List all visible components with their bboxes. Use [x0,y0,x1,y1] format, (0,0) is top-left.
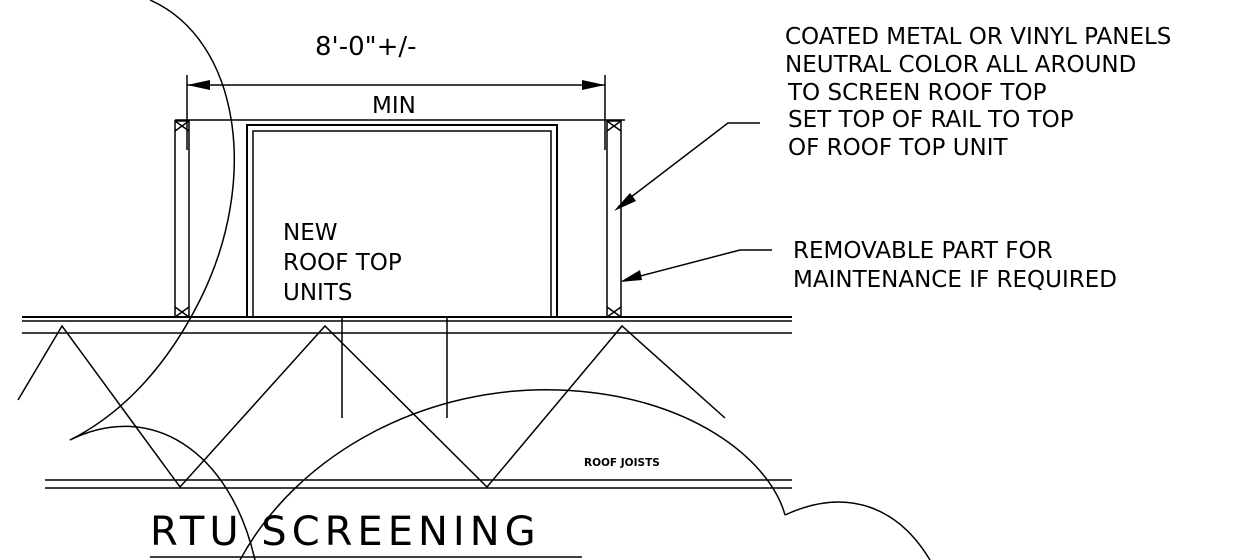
unit-label-line-3: UNITS [283,280,352,306]
screen-post-left [174,120,190,318]
joist-web [17,324,726,489]
leader-arrow-removable [620,270,642,282]
joist-bottom-chord [45,479,792,489]
note-removable-line-2: MAINTENANCE IF REQUIRED [793,267,1117,293]
unit-label-line-2: ROOF TOP [283,250,402,276]
unit-supports [341,317,448,418]
note-panels-line-3: TO SCREEN ROOF TOP [787,80,1047,106]
leader-arrow-panels [614,193,636,211]
cloud-arc-bottom-left [69,425,256,560]
dimension-line [175,75,625,150]
roof-deck [22,316,792,334]
joist-label: ROOF JOISTS [584,457,660,469]
note-panels-line-5: OF ROOF TOP UNIT [788,135,1009,161]
drawing-title: RTU SCREENING [150,509,541,555]
dimension-min: MIN [372,93,416,119]
screen-post-right [606,120,622,318]
dimension-value: 8'-0"+/- [315,32,417,62]
leader-panels [614,122,760,211]
cloud-arc-bottom-center [239,389,786,560]
leader-removable [620,249,772,282]
dimension-arrow-right [582,80,605,90]
revision-clouds [69,0,931,560]
note-panels-line-4: SET TOP OF RAIL TO TOP [788,107,1074,133]
note-panels-line-2: NEUTRAL COLOR ALL AROUND [785,52,1136,78]
note-panels-line-1: COATED METAL OR VINYL PANELS [785,24,1171,50]
cloud-arc-top-left [69,0,235,441]
dimension-arrow-left [187,80,210,90]
cloud-arc-bottom-right [784,501,931,560]
note-removable-line-1: REMOVABLE PART FOR [793,238,1053,264]
unit-label-line-1: NEW [283,220,337,246]
